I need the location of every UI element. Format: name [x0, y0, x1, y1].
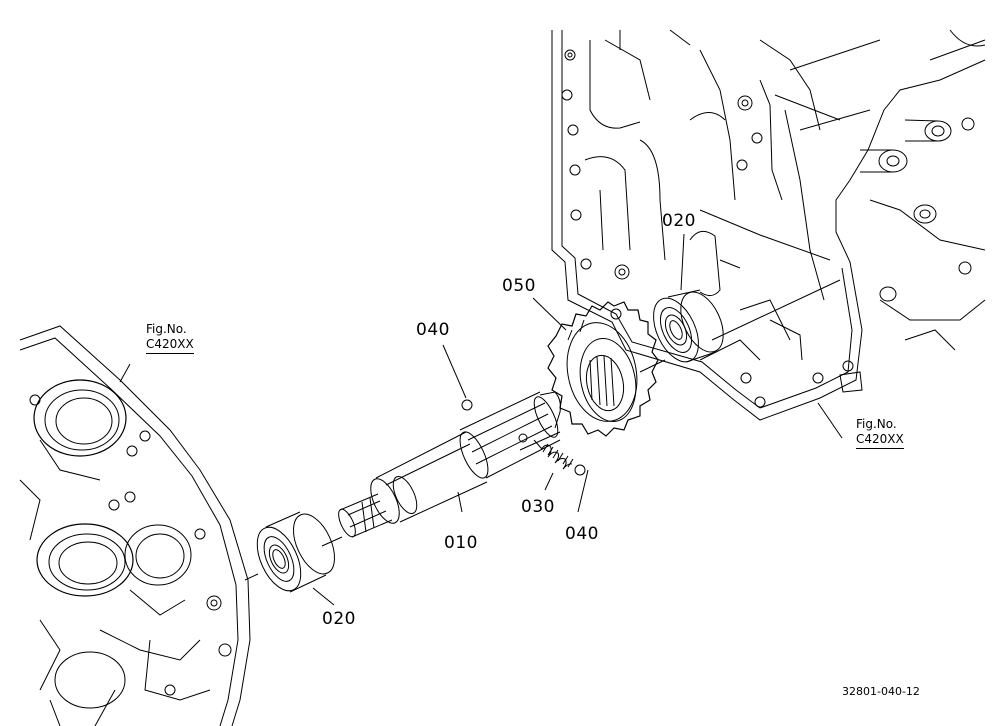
- callout-bearing-left: 020: [322, 609, 356, 629]
- bearing-right: [644, 285, 731, 368]
- fig-ref-right-code: C420XX: [856, 432, 904, 449]
- transmission-case-right: [552, 30, 985, 420]
- gear: [548, 302, 658, 436]
- drawing-number: 32801-040-12: [842, 685, 920, 698]
- fig-ref-left-code: C420XX: [146, 337, 194, 354]
- callout-ball-lower: 040: [565, 524, 599, 544]
- shaft: [335, 392, 562, 539]
- fig-ref-right-label: Fig.No.: [856, 417, 897, 431]
- ball-upper: [462, 400, 472, 410]
- callout-gear: 050: [502, 276, 536, 296]
- fig-ref-left: Fig.No. C420XX: [146, 322, 194, 354]
- callout-bearing-right: 020: [662, 211, 696, 231]
- callout-ball-upper: 040: [416, 320, 450, 340]
- leader-lines: [120, 234, 842, 605]
- shaft-centerline: [245, 280, 840, 580]
- spring: [534, 440, 573, 469]
- ball-lower: [575, 465, 585, 475]
- callout-shaft: 010: [444, 533, 478, 553]
- callout-spring: 030: [521, 497, 555, 517]
- fig-ref-left-label: Fig.No.: [146, 322, 187, 336]
- fig-ref-right: Fig.No. C420XX: [856, 417, 904, 449]
- transmission-case-left: [20, 326, 250, 726]
- bearing-left: [248, 508, 343, 598]
